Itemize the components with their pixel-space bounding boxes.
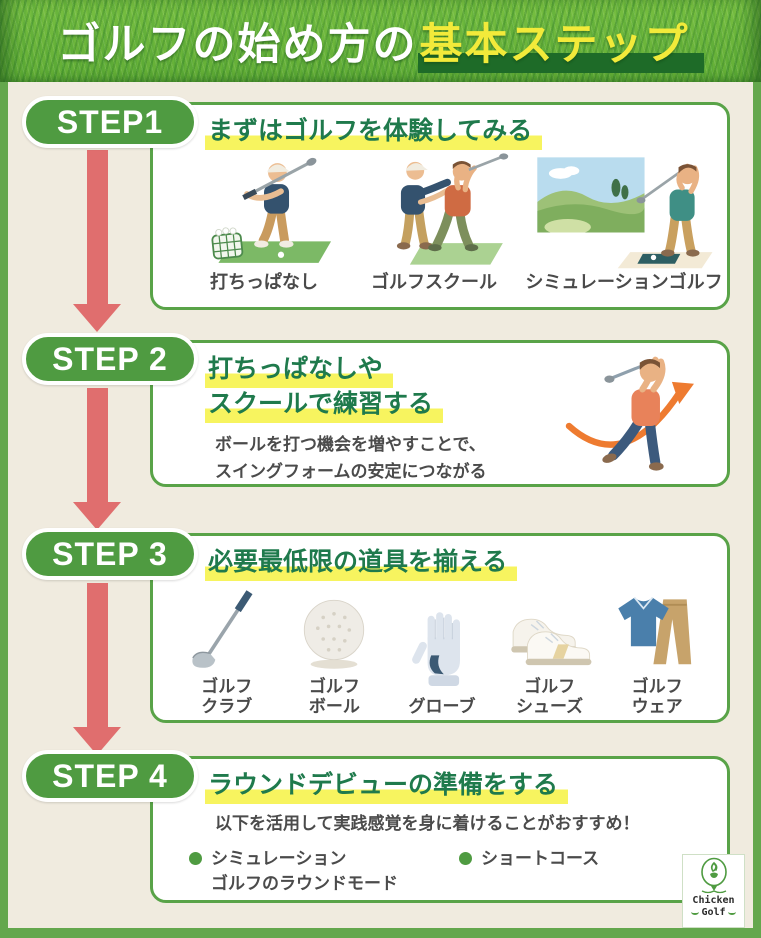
golf-school-item: ゴルフスクール xyxy=(349,152,519,294)
golf-club-item: ゴルフ クラブ xyxy=(173,585,281,718)
step4-body: 以下を活用して実践感覚を身に着けることがおすすめ！ xyxy=(215,814,640,833)
step4-bullets: シミュレーション ゴルフのラウンドモード ショートコース xyxy=(189,847,727,896)
golf-club-icon xyxy=(192,590,253,668)
golf-ball-item: ゴルフ ボール xyxy=(281,585,389,718)
logo-line2: Golf xyxy=(689,907,737,919)
step3-gear-items: ゴルフ クラブ ゴルフ ボール xyxy=(153,581,727,718)
step2-heading: 打ちっぱなしや スクールで練習する xyxy=(205,353,727,423)
swing-practice-illustration xyxy=(565,356,694,471)
page-title-main: ゴルフの始め方の xyxy=(57,21,418,69)
step2-badge-label: STEP 2 xyxy=(52,340,168,377)
golf-school-label: ゴルフスクール xyxy=(371,272,497,292)
step1-badge-label: STEP1 xyxy=(56,103,164,140)
chicken-golf-logo-icon xyxy=(700,857,727,894)
step1-illustrations: 打ちっぱなし xyxy=(153,152,727,294)
golf-wear-icon xyxy=(618,597,692,665)
simulation-golf-item: シミュレーションゴルフ xyxy=(519,152,729,294)
golf-shoes-item: ゴルフ シューズ xyxy=(496,585,604,718)
step4-badge-label: STEP 4 xyxy=(52,757,168,794)
step4-heading: ラウンドデビューの準備をする xyxy=(205,769,727,804)
bullet-simulation-round-mode: シミュレーション ゴルフのラウンドモード xyxy=(189,847,459,896)
golf-club-label: ゴルフ クラブ xyxy=(201,677,253,717)
glove-icon xyxy=(412,612,460,687)
down-arrow-1 xyxy=(73,150,121,332)
step2-badge: STEP 2 xyxy=(22,333,198,385)
step4-badge: STEP 4 xyxy=(22,750,198,802)
left-frame xyxy=(0,0,8,938)
step3-heading: 必要最低限の道具を揃える xyxy=(205,546,727,581)
page-title-accent: 基本ステップ xyxy=(417,21,704,73)
step1-card: まずはゴルフを体験してみる xyxy=(150,102,730,310)
golf-shoes-label: ゴルフ シューズ xyxy=(516,677,584,717)
simulation-golf-illustration xyxy=(537,157,713,269)
step3-badge-label: STEP 3 xyxy=(52,535,168,572)
bullet-dot-icon xyxy=(189,852,202,866)
driving-range-illustration xyxy=(211,157,332,263)
down-arrow-2 xyxy=(73,388,121,530)
step2-card: 打ちっぱなしや スクールで練習する ボールを打つ機会を増やすことで、 スイングフ… xyxy=(150,340,730,487)
glove-label-ball: ゴルフ ボール xyxy=(308,677,360,717)
driving-range-label: 打ちっぱなし xyxy=(210,272,318,292)
step1-heading: まずはゴルフを体験してみる xyxy=(205,115,727,150)
step2-body: ボールを打つ機会を増やすことで、 スイングフォームの安定につながる xyxy=(215,435,487,482)
glove-label: グローブ xyxy=(408,697,476,717)
bottom-frame xyxy=(0,928,761,938)
step3-badge: STEP 3 xyxy=(22,528,198,580)
step4-card: ラウンドデビューの準備をする 以下を活用して実践感覚を身に着けることがおすすめ！… xyxy=(150,756,730,903)
golf-shoes-icon xyxy=(510,618,591,666)
golf-school-illustration xyxy=(396,153,509,265)
step1-badge: STEP1 xyxy=(22,96,198,148)
golf-wear-item: ゴルフ ウェア xyxy=(603,585,711,718)
golf-wear-label: ゴルフ ウェア xyxy=(631,677,683,717)
page-title: ゴルフの始め方の基本ステップ xyxy=(57,10,704,73)
logo-line1: Chicken xyxy=(692,895,735,906)
driving-range-item: 打ちっぱなし xyxy=(179,152,349,294)
glove-item: グローブ xyxy=(388,605,496,717)
step3-card: 必要最低限の道具を揃える ゴルフ クラブ xyxy=(150,533,730,723)
chicken-golf-logo: Chicken Golf xyxy=(682,854,745,928)
right-frame xyxy=(753,0,761,938)
bullet-short-course: ショートコース xyxy=(459,847,599,896)
simulation-golf-label: シミュレーションゴルフ xyxy=(525,272,723,292)
header-banner: ゴルフの始め方の基本ステップ xyxy=(0,0,761,82)
bullet-dot-icon xyxy=(459,852,472,866)
golf-ball-icon xyxy=(304,599,365,669)
down-arrow-3 xyxy=(73,583,121,755)
